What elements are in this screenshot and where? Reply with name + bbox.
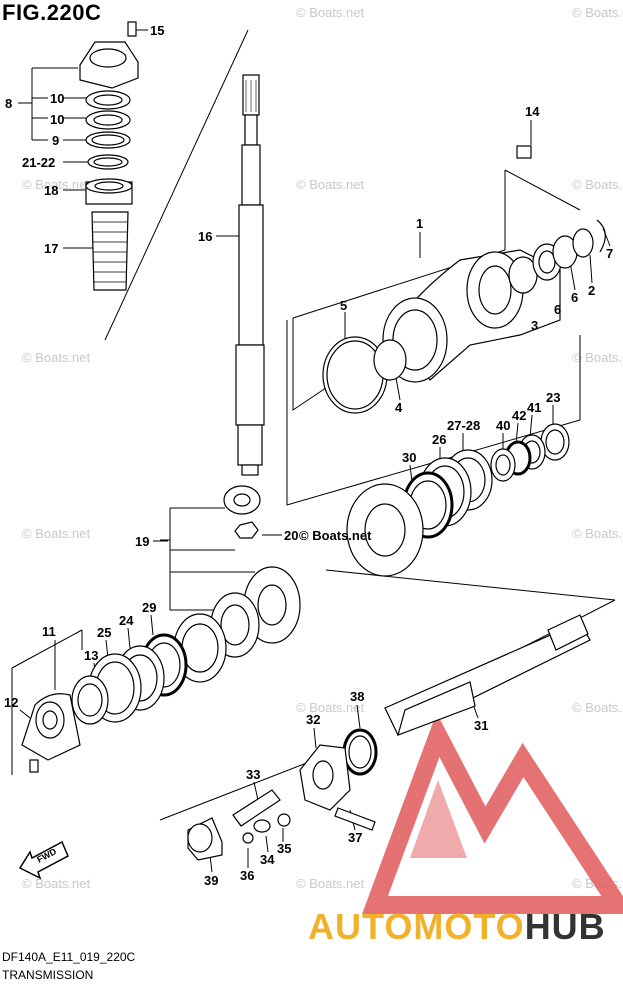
callout-7: 7	[606, 246, 613, 261]
brand-part-auto: AUTO	[308, 906, 414, 947]
callout-21-22: 21-22	[22, 155, 55, 170]
watermark-text: © Boats.net	[572, 526, 623, 541]
callout-5: 5	[340, 298, 347, 313]
watermark-text: © Boats.net	[296, 177, 365, 192]
watermark-text: © Boats.net	[572, 350, 623, 365]
callout-16: 16	[198, 229, 212, 244]
callout-8: 8	[5, 96, 12, 111]
callout-24: 24	[119, 613, 134, 628]
callout-12: 12	[4, 695, 18, 710]
callout-29: 29	[142, 600, 156, 615]
forward-gear-stack	[223, 423, 570, 577]
callout-26: 26	[432, 432, 446, 447]
callout-40: 40	[496, 418, 510, 433]
callout-4: 4	[395, 400, 403, 415]
watermark-text: © Boats.net	[296, 700, 365, 715]
watermark-text: © Boats.net	[22, 350, 91, 365]
callout-25: 25	[97, 625, 111, 640]
callout-30: 30	[402, 450, 416, 465]
callout-15: 15	[150, 23, 164, 38]
drive-shaft	[235, 74, 265, 476]
watermark-text: © Boats.net	[572, 5, 623, 20]
gear-housing-assembly	[322, 145, 606, 414]
watermark-text: © Boats.net	[572, 177, 623, 192]
figure-title: FIG.220C	[2, 0, 102, 25]
reverse-gear-stack	[21, 566, 301, 773]
callout-34: 34	[260, 852, 275, 867]
watermark-text: © Boats.net	[296, 876, 365, 891]
callout-18: 18	[44, 183, 58, 198]
callout-9: 9	[52, 133, 59, 148]
callout-10a: 10	[50, 91, 64, 106]
brand-part-moto: MOTO	[413, 906, 525, 947]
callout-38: 38	[350, 689, 364, 704]
callout-31: 31	[474, 718, 488, 733]
callout-13: 13	[84, 648, 98, 663]
callout-33: 33	[246, 767, 260, 782]
callout-1: 1	[416, 216, 423, 231]
callout-39: 39	[204, 873, 218, 888]
callout-19: 19	[135, 534, 149, 549]
callout-17: 17	[44, 241, 58, 256]
callout-42: 42	[512, 408, 526, 423]
callout-37: 37	[348, 830, 362, 845]
callout-11: 11	[42, 624, 56, 639]
callout-14: 14	[525, 104, 540, 119]
callout-10b: 10	[50, 112, 64, 127]
upper-bearing-stack	[79, 21, 139, 291]
watermark-text: © Boats.net	[299, 528, 372, 543]
callout-35: 35	[277, 841, 291, 856]
fwd-arrow-icon: FWD	[18, 840, 69, 880]
callout-23: 23	[546, 390, 560, 405]
watermark-text: © Boats.net	[22, 177, 91, 192]
brand-part-hub: HUB	[524, 906, 606, 947]
callout-41: 41	[527, 400, 541, 415]
watermark-text: © Boats.net	[22, 876, 91, 891]
section-title: TRANSMISSION	[2, 968, 94, 982]
callout-36: 36	[240, 868, 254, 883]
watermarks: © Boats.net © Boats.net © Boats.net © Bo…	[22, 5, 623, 891]
propeller-shaft-assembly	[187, 614, 591, 861]
document-code: DF140A_E11_019_220C	[2, 950, 136, 964]
callout-20: 20	[284, 528, 298, 543]
watermark-text: © Boats.net	[296, 5, 365, 20]
brand-wordmark: AUTOMOTOHUB	[308, 906, 606, 948]
watermark-text: © Boats.net	[22, 526, 91, 541]
callout-3: 3	[531, 318, 538, 333]
brand-logo-mark	[362, 712, 623, 914]
callout-6a: 6	[554, 302, 561, 317]
callout-labels: 15 8 10 10 9 21-22 18 17 16 14 1 5 4 3 6…	[4, 23, 613, 888]
watermark-text: © Boats.net	[572, 700, 623, 715]
callout-6b: 6	[571, 290, 578, 305]
callout-32: 32	[306, 712, 320, 727]
callout-27-28: 27-28	[447, 418, 480, 433]
callout-2: 2	[588, 283, 595, 298]
